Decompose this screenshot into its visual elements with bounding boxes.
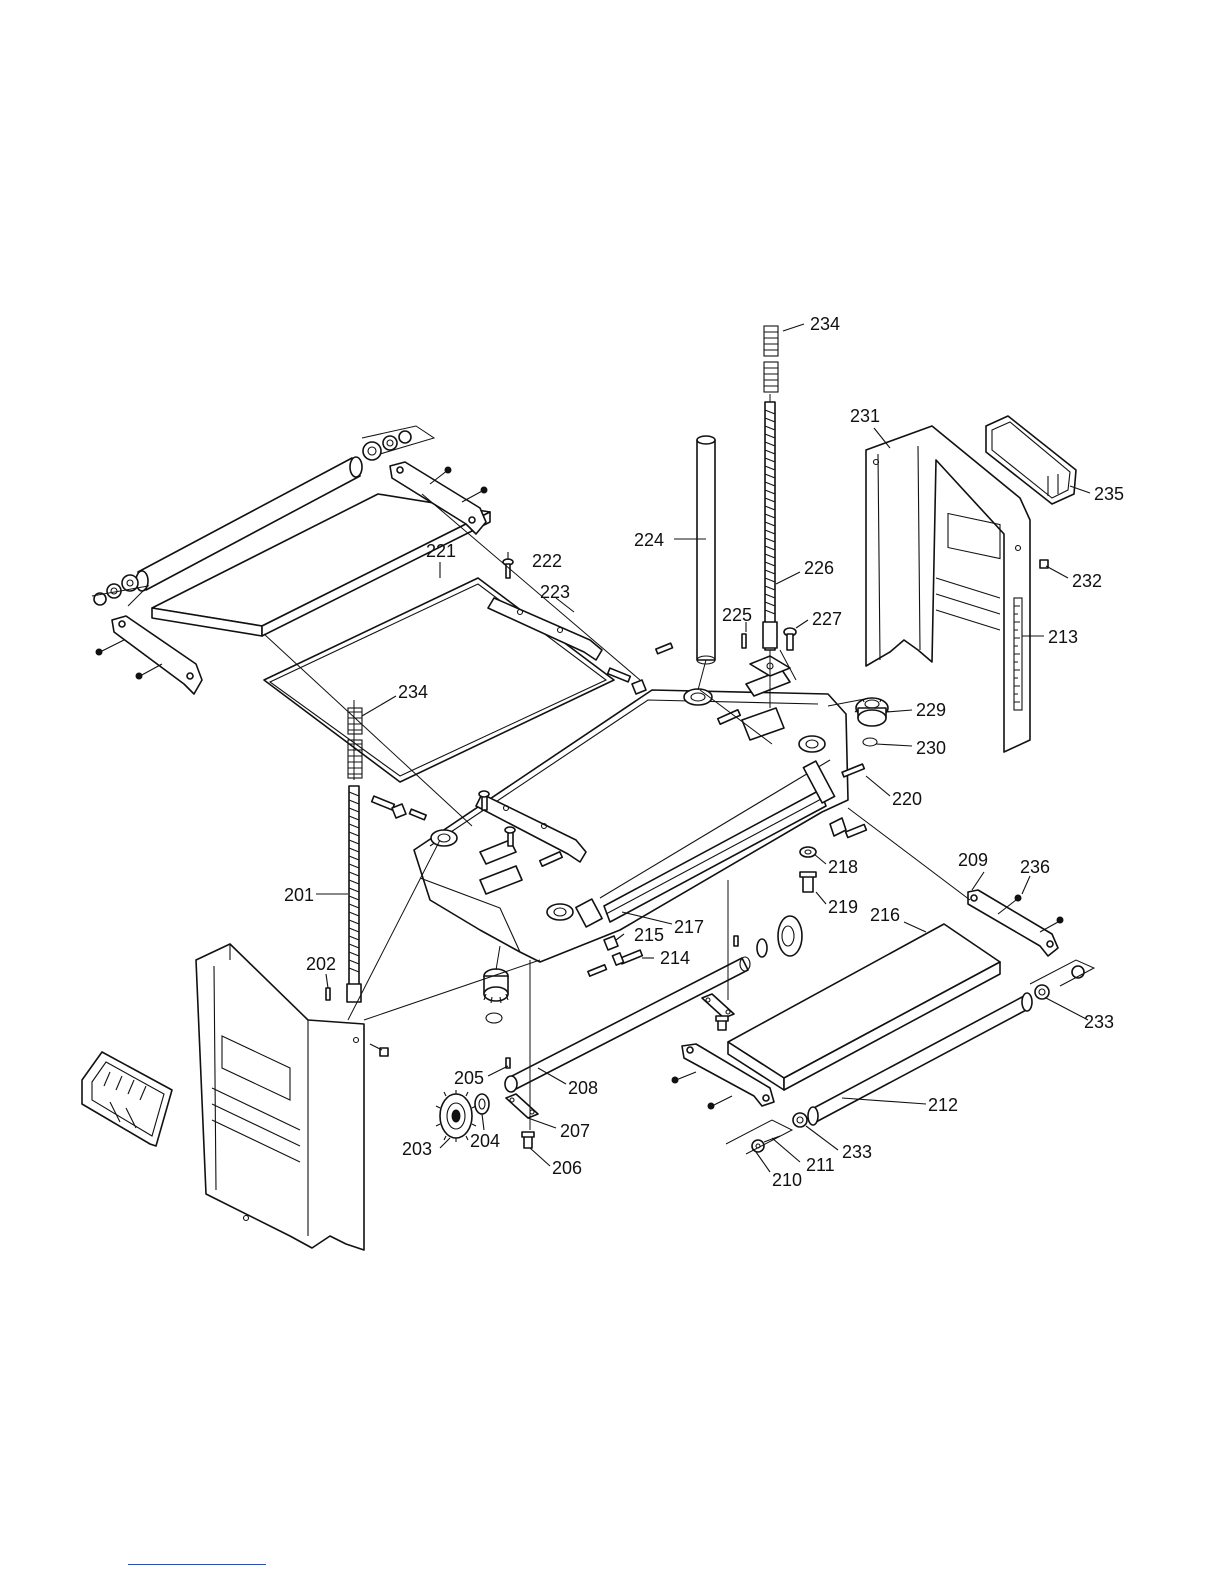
label-227: 227 [812, 609, 842, 629]
bolt-right-side [830, 818, 866, 838]
bolt-222 [503, 559, 513, 578]
label-226: 226 [804, 558, 834, 578]
outfeed-table [728, 924, 1000, 1090]
fastener-rear-bracket [716, 1016, 728, 1030]
footer-divider [128, 1564, 266, 1565]
retaining-ring-front [475, 1094, 489, 1114]
column-post [697, 436, 715, 664]
infeed-table-bracket-front [96, 616, 202, 694]
nut-215 [604, 936, 618, 950]
pin-202 [326, 988, 330, 1000]
label-210: 210 [772, 1170, 802, 1190]
label-223: 223 [540, 582, 570, 602]
pin-225 [742, 634, 746, 648]
side-cover-left [196, 944, 364, 1250]
bolt-227 [784, 628, 796, 650]
bearing-bracket-rear [702, 994, 734, 1018]
bearing-bracket-front [506, 1094, 538, 1118]
label-234-top: 234 [810, 314, 840, 334]
label-222: 222 [532, 551, 562, 571]
label-232: 232 [1072, 571, 1102, 591]
label-229: 229 [916, 700, 946, 720]
label-217: 217 [674, 917, 704, 937]
label-230: 230 [916, 738, 946, 758]
label-215: 215 [634, 925, 664, 945]
sprocket-rear [757, 916, 802, 957]
label-213: 213 [1048, 627, 1078, 647]
key-rear [734, 936, 738, 946]
label-208: 208 [568, 1078, 598, 1098]
label-219: 219 [828, 897, 858, 917]
label-225: 225 [722, 605, 752, 625]
label-221: 221 [426, 541, 456, 561]
screw-left-cover [370, 1044, 388, 1056]
elevation-screw-right [763, 402, 777, 650]
side-cover-right [866, 426, 1030, 752]
label-211: 211 [806, 1155, 835, 1175]
under-base-sprocket [484, 969, 508, 1023]
outfeed-table-bracket-rear [968, 890, 1063, 956]
sprocket-229 [855, 698, 889, 726]
label-212: 212 [928, 1095, 958, 1115]
label-202: 202 [306, 954, 336, 974]
label-233-bottom: 233 [842, 1142, 872, 1162]
bolt-rear-center [608, 643, 673, 694]
pin-front-lower [588, 965, 607, 976]
bolt-front-left [372, 796, 426, 820]
label-234-left: 234 [398, 682, 428, 702]
label-204: 204 [470, 1131, 500, 1151]
carry-handle-left [82, 1052, 172, 1146]
label-205: 205 [454, 1068, 484, 1088]
retaining-ring-230 [863, 738, 877, 746]
elevation-screw-left [347, 786, 361, 1002]
label-209: 209 [958, 850, 988, 870]
label-207: 207 [560, 1121, 590, 1141]
label-231: 231 [850, 406, 880, 426]
label-233-right: 233 [1084, 1012, 1114, 1032]
spring-right [764, 326, 778, 392]
label-203: 203 [402, 1139, 432, 1159]
fastener-206 [522, 1132, 534, 1148]
label-220: 220 [892, 789, 922, 809]
bolt-218-219 [800, 847, 816, 892]
label-201: 201 [284, 885, 314, 905]
label-236: 236 [1020, 857, 1050, 877]
label-206: 206 [552, 1158, 582, 1178]
label-214: 214 [660, 948, 690, 968]
label-218: 218 [828, 857, 858, 877]
bolt-214 [612, 950, 642, 965]
label-216: 216 [870, 905, 900, 925]
label-235: 235 [1094, 484, 1124, 504]
label-224: 224 [634, 530, 664, 550]
